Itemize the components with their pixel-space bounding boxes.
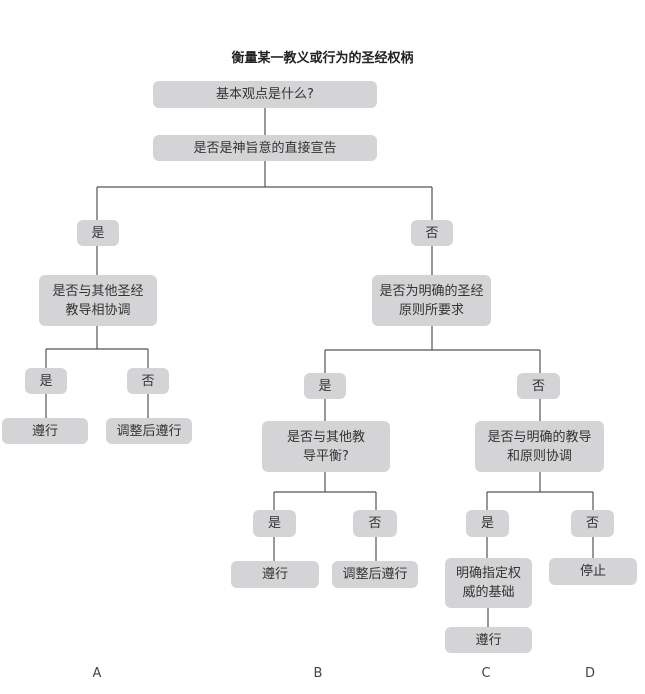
result-obey: 遵行	[445, 627, 532, 653]
result-stop: 停止	[549, 558, 637, 585]
column-label-b: B	[313, 666, 323, 681]
answer-yes: 是	[25, 368, 67, 394]
question-basic-view: 基本观点是什么?	[153, 81, 377, 108]
column-label-c: C	[481, 666, 491, 681]
question-direct-declaration: 是否是神旨意的直接宣告	[153, 135, 377, 161]
question-consistent-scripture: 是否与其他圣经教导相协调	[39, 275, 157, 326]
answer-no: 否	[411, 220, 453, 246]
answer-yes: 是	[77, 220, 119, 246]
result-obey: 遵行	[231, 561, 319, 588]
result-authority-basis: 明确指定权威的基础	[445, 558, 532, 608]
result-adjust-obey: 调整后遵行	[332, 561, 418, 588]
column-label-a: A	[92, 666, 102, 681]
result-obey: 遵行	[2, 418, 88, 444]
answer-yes: 是	[466, 510, 509, 537]
column-label-d: D	[584, 666, 595, 681]
question-balanced: 是否与其他教导平衡?	[262, 421, 390, 472]
result-adjust-obey: 调整后遵行	[106, 418, 192, 444]
question-required-principle: 是否为明确的圣经原则所要求	[372, 275, 491, 326]
answer-no: 否	[571, 510, 614, 537]
answer-no: 否	[353, 510, 397, 537]
answer-yes: 是	[253, 510, 296, 537]
question-harmonize: 是否与明确的教导和原则协调	[475, 421, 604, 472]
diagram-title: 衡量某一教义或行为的圣经权柄	[231, 51, 414, 66]
answer-no: 否	[127, 368, 169, 394]
answer-yes: 是	[304, 373, 346, 399]
answer-no: 否	[517, 373, 560, 399]
